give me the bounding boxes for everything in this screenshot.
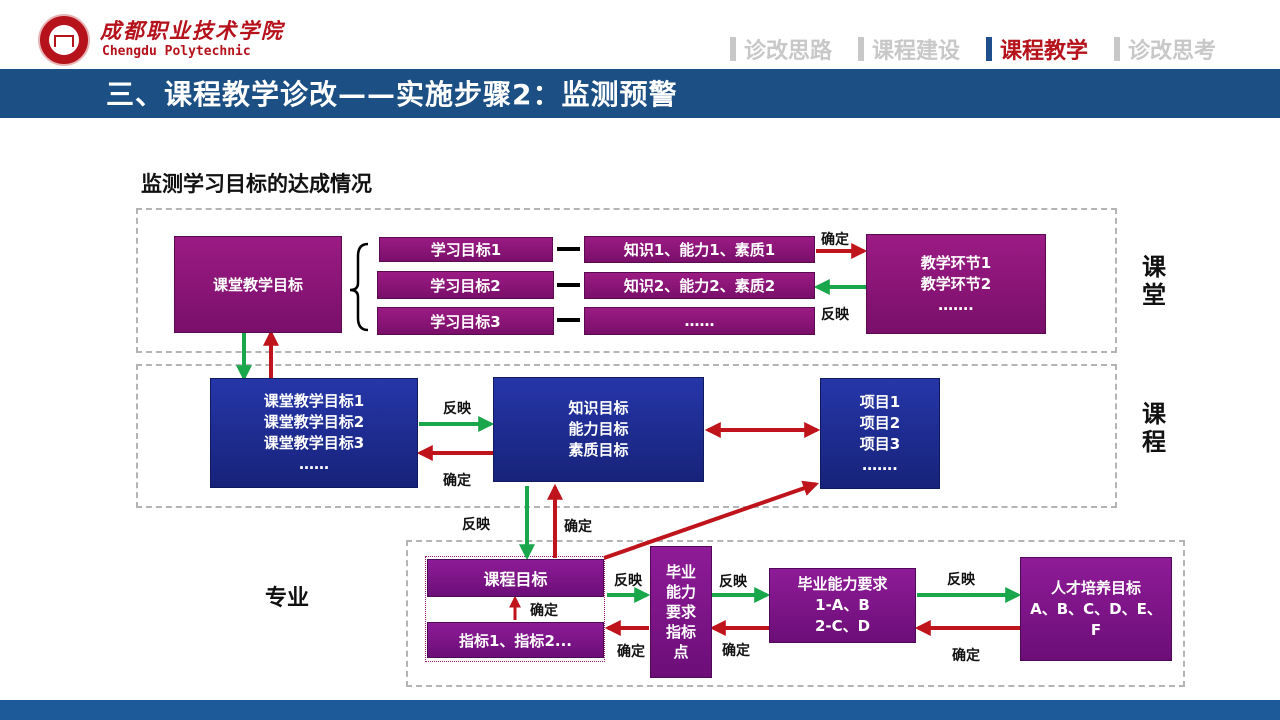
label-confirm-major-3: 确定 [952,648,980,664]
label-reflect-course: 反映 [443,401,471,417]
teaching-step: ……. [938,295,974,314]
nav-divider [1114,37,1120,61]
label-reflect-major-3: 反映 [947,572,975,588]
side-label-classroom: 课 堂 [1142,253,1170,309]
nav-divider [986,37,992,61]
label-reflect-classroom: 反映 [821,307,849,323]
arrow-diagonal-projects [603,480,820,560]
section-subtitle: 监测学习目标的达成情况 [141,172,372,196]
label-confirm-major-1: 确定 [617,644,645,660]
talent-line: A、B、C、D、E、 [1030,599,1162,618]
learning-goal-1: 学习目标1 [379,237,553,262]
label-confirm-inner: 确定 [530,603,558,619]
course-region [136,364,1117,508]
classroom-region [136,208,1117,353]
label-confirm-course: 确定 [443,473,471,489]
project-item: ……. [862,455,898,474]
projects-box: 项目1 项目2 项目3 ……. [820,378,940,489]
nav-label: 课程教学 [1000,39,1089,64]
project-item: 项目3 [859,434,901,453]
label-confirm-between: 确定 [564,519,592,535]
nav-item-3-active[interactable]: 课程教学 [986,34,1088,64]
major-region [406,540,1185,687]
teaching-steps-box: 教学环节1 教学环节2 ……. [866,234,1046,334]
grad-requirements-box: 毕业能力要求 1-A、B 2-C、D [769,568,916,643]
kab-item-2: 知识2、能力2、素质2 [584,272,815,299]
grad-point-line: 指标 [665,623,696,641]
class-goal: 课堂教学目标3 [263,434,365,452]
page-title: 三、课程教学诊改——实施步骤2：监测预警 [106,78,678,111]
target-type: 知识目标 [568,399,629,417]
grad-req-line: 毕业能力要求 [797,575,888,593]
grad-point-line: 毕业 [665,563,696,581]
nav-divider [858,37,864,61]
side-char: 程 [1142,428,1166,456]
class-goal: 课堂教学目标2 [263,413,365,431]
grad-point-line: 要求 [665,603,696,621]
side-char: 课 [1142,400,1166,428]
talent-goals-box: 人才培养目标 A、B、C、D、E、 F [1020,557,1172,661]
grad-point-line: 点 [673,643,689,661]
grad-req-line: 1-A、B [815,596,870,614]
project-item: 项目1 [859,392,901,411]
side-label-course: 课 程 [1142,400,1170,456]
teaching-step: 教学环节2 [920,274,992,293]
title-banner [0,69,1280,118]
nav-label: 诊改思考 [1128,39,1217,64]
kab-item-1: 知识1、能力1、素质1 [584,236,815,263]
talent-line: F [1090,620,1102,639]
grad-point-line: 能力 [665,583,696,601]
nav-item-2[interactable]: 课程建设 [858,34,960,64]
target-type: 能力目标 [568,420,629,438]
college-logo [38,14,90,66]
nav-item-4[interactable]: 诊改思考 [1114,34,1216,64]
indicators-box: 指标1、指标2... [427,622,604,658]
class-goals-box: 课堂教学目标1 课堂教学目标2 课堂教学目标3 …… [210,378,418,488]
class-goal: …… [299,455,329,473]
classroom-goal-box: 课堂教学目标 [174,236,342,333]
learning-goal-2: 学习目标2 [377,271,554,299]
college-name-cn: 成都职业技术学院 [100,18,284,43]
grad-req-line: 2-C、D [814,617,871,635]
learning-goal-3: 学习目标3 [377,307,554,335]
logo-seal [49,25,79,55]
side-label-major: 专业 [265,586,310,611]
target-type: 素质目标 [568,441,629,459]
college-name-en: Chengdu Polytechnic [102,44,251,59]
grad-points-box: 毕业 能力 要求 指标 点 [650,546,712,678]
project-item: 项目2 [859,413,901,432]
nav-label: 课程建设 [872,39,961,64]
talent-line: 人才培养目标 [1050,578,1141,597]
gate-icon [54,35,74,47]
nav-label: 诊改思路 [744,39,833,64]
label-confirm-major-2: 确定 [722,643,750,659]
course-goal-group [425,556,605,662]
nav-item-1[interactable]: 诊改思路 [730,34,832,64]
label-reflect-major-1: 反映 [614,573,642,589]
nav-divider [730,37,736,61]
label-reflect-between: 反映 [462,517,490,533]
label-confirm-classroom: 确定 [821,232,849,248]
side-char: 课 [1142,253,1166,281]
brace-connector [349,242,369,332]
course-goal-box: 课程目标 [427,559,604,597]
target-types-box: 知识目标 能力目标 素质目标 [493,377,704,482]
label-reflect-major-2: 反映 [719,574,747,590]
teaching-step: 教学环节1 [920,253,992,272]
class-goal: 课堂教学目标1 [263,392,365,410]
side-char: 堂 [1142,281,1166,309]
footer-bar [0,700,1280,720]
kab-item-3: …… [584,307,815,335]
